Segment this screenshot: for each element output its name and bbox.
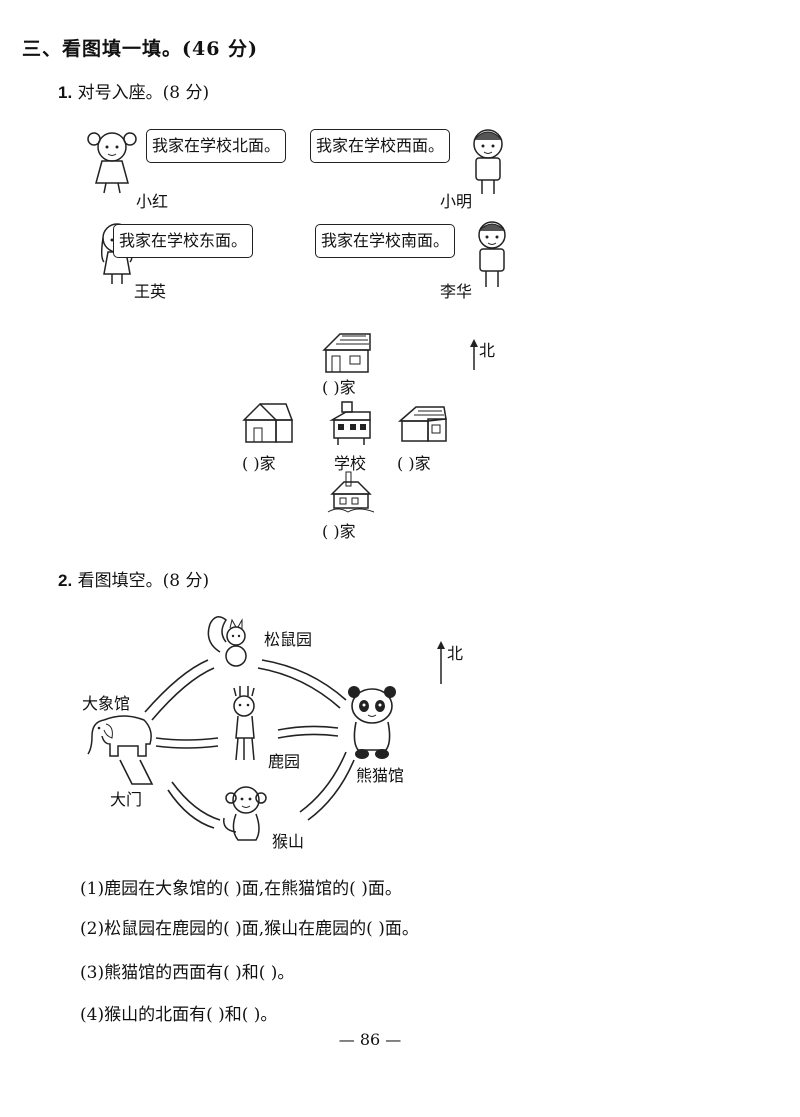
part2-heading: 2. 看图填空。(8 分) [58,566,209,591]
panda-hall-label: 熊猫馆 [356,766,405,785]
speech-bubble-east: 我家在学校东面。 [113,224,254,258]
part1-heading: 1. 对号入座。(8 分) [58,78,209,103]
part1-number: 1. [58,83,73,102]
boy-lihua-illustration [478,221,506,287]
page-number: — 86 — [338,1030,402,1049]
question-3: (3)熊猫馆的西面有( )和( )。 [80,963,295,983]
speech-bubble-north: 我家在学校北面。 [146,129,287,163]
house-left-icon [242,402,294,443]
elephant-icon [87,715,152,757]
squirrel-icon [207,616,247,667]
school-label: 学校 [334,454,367,473]
part2-number: 2. [58,571,73,590]
boy-xiaoming-illustration [473,129,503,194]
house-right-icon [398,406,447,442]
north-arrow-icon [470,339,478,370]
north-arrow-icon [437,641,445,684]
deer-garden-label: 鹿园 [268,752,301,771]
squirrel-garden-label: 松鼠园 [264,630,313,649]
house-bottom-label: ( )家 [322,522,356,541]
house-right-label: ( )家 [397,454,431,473]
girl-xiaohong-illustration [87,132,137,194]
house-top-label: ( )家 [322,378,356,397]
house-left-label: ( )家 [242,454,276,473]
question-2: (2)松鼠园在鹿园的( )面,猴山在鹿园的( )面。 [80,919,419,939]
question-1: (1)鹿园在大象馆的( )面,在熊猫馆的( )面。 [80,879,402,899]
panda-icon [348,686,396,759]
part2-title: 看图填空。(8 分) [77,571,210,591]
house-bottom-icon [327,471,375,513]
speech-bubble-south: 我家在学校南面。 [315,224,456,258]
section-title: 三、看图填一填。(46 分) [22,38,259,60]
monkey-icon [223,786,267,841]
north-label: 北 [479,341,496,360]
school-icon [329,401,371,445]
house-top-icon [322,333,371,373]
speaker-name: 小红 [136,192,169,211]
speech-bubble-west: 我家在学校西面。 [310,129,451,163]
speaker-name: 李华 [440,282,473,301]
question-4: (4)猴山的北面有( )和( )。 [80,1005,278,1025]
deer-icon [233,686,255,761]
gate-label: 大门 [110,790,143,809]
speaker-name: 王英 [134,282,167,301]
monkey-hill-label: 猴山 [272,832,305,851]
part1-title: 对号入座。(8 分) [77,83,210,103]
speaker-name: 小明 [440,192,473,211]
north-label: 北 [447,644,464,663]
elephant-hall-label: 大象馆 [82,694,131,713]
